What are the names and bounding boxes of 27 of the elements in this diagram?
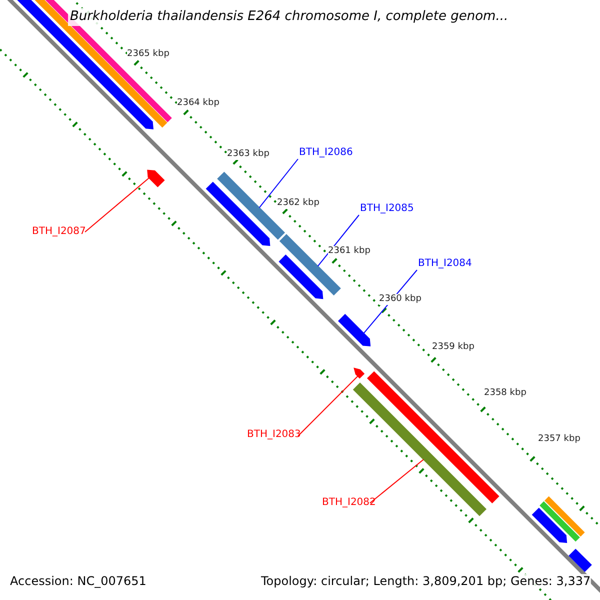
- gene-feature: [532, 508, 568, 543]
- leader-line: [298, 376, 358, 436]
- scale-label: 2358 kbp: [484, 388, 526, 399]
- gene-label: BTH_I2082: [322, 497, 376, 509]
- gene-feature: [278, 254, 324, 300]
- gene-label: BTH_I2084: [418, 258, 472, 270]
- footer-text: Accession: NC_007651: [10, 574, 146, 588]
- scale-label: 2360 kbp: [379, 294, 422, 305]
- gene-label: BTH_I2085: [360, 203, 414, 215]
- gene-feature: [354, 368, 365, 379]
- scale-label: 2362 kbp: [277, 198, 320, 209]
- scale-label: 2359 kbp: [432, 342, 474, 353]
- scale-label: 2363 kbp: [227, 149, 270, 160]
- gene-feature: [206, 182, 270, 246]
- gene-feature: [147, 170, 165, 188]
- scale-label: 2357 kbp: [538, 434, 580, 445]
- scale-label: 2364 kbp: [177, 98, 220, 109]
- gene-feature: [568, 548, 592, 572]
- footer-text: Topology: circular; Length: 3,809,201 bp; Genes: 3,337: [261, 574, 591, 588]
- gene-feature: [338, 314, 371, 346]
- gene-label: BTH_I2086: [299, 147, 353, 159]
- scale-label: 2361 kbp: [328, 246, 370, 257]
- leader-line: [258, 158, 298, 208]
- leader-line: [84, 177, 150, 232]
- gene-label: BTH_I2087: [32, 226, 86, 238]
- gene-label: BTH_I2083: [247, 429, 301, 441]
- scale-label: 2365 kbp: [127, 49, 170, 60]
